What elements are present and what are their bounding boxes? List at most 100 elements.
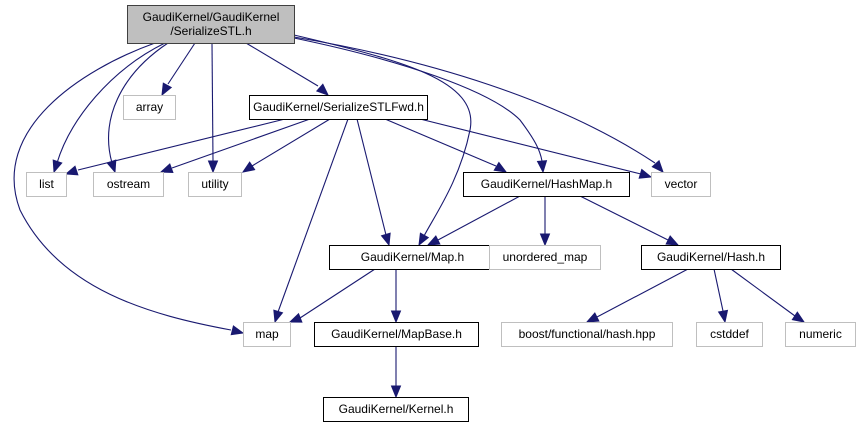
edge-line — [211, 42, 214, 162]
node-box — [651, 172, 711, 197]
node-label: GaudiKernel/SerializeSTLFwd.h — [253, 100, 424, 114]
edge-line — [579, 195, 669, 241]
node-root[interactable]: GaudiKernel/GaudiKernel/SerializeSTL.h — [127, 5, 295, 44]
edge-fwd-to-map — [273, 118, 349, 324]
edge-hashmap-to-hash — [579, 195, 680, 246]
edge-root-to-map — [13, 42, 245, 336]
edge-line — [171, 118, 311, 169]
edge-fwd-to-maph — [356, 118, 391, 247]
node-utility: utility — [188, 172, 242, 197]
arrowhead-icon — [418, 232, 430, 247]
node-box — [127, 5, 295, 44]
arrowhead-icon — [665, 235, 680, 246]
node-label: GaudiKernel/MapBase.h — [331, 327, 462, 341]
node-numeric: numeric — [785, 322, 856, 347]
arrowhead-icon — [426, 235, 441, 246]
edge-line — [167, 42, 196, 85]
edge-line — [299, 268, 376, 319]
edge-line — [108, 42, 169, 164]
node-box — [26, 172, 67, 197]
node-unordered_map: unordered_map — [489, 245, 601, 270]
edge-hash-to-boost — [585, 268, 689, 323]
node-label: GaudiKernel/Kernel.h — [339, 402, 454, 416]
node-label: utility — [201, 177, 228, 191]
node-label: GaudiKernel/Hash.h — [657, 250, 765, 264]
node-box — [323, 397, 469, 422]
node-label: boost/functional/hash.hpp — [519, 327, 656, 341]
node-vector: vector — [651, 172, 711, 197]
edge-root-to-fwd — [245, 42, 329, 96]
edge-fwd-to-hashmap — [384, 118, 508, 173]
node-ostream: ostream — [93, 172, 164, 197]
node-label: list — [39, 177, 54, 191]
arrowhead-icon — [64, 165, 79, 176]
arrowhead-icon — [288, 312, 303, 323]
edge-line — [293, 36, 656, 164]
edge-line — [56, 42, 166, 164]
node-label: numeric — [799, 327, 842, 341]
edge-line — [293, 37, 543, 162]
edge-line — [77, 118, 286, 171]
node-label: GaudiKernel/HashMap.h — [481, 177, 612, 191]
edge-root-to-vector — [293, 36, 664, 173]
node-box — [463, 172, 630, 197]
edge-fwd-to-ostream — [159, 118, 311, 173]
arrowhead-icon — [536, 160, 548, 174]
edge-fwd-to-vector — [419, 118, 653, 179]
arrowhead-icon — [315, 83, 329, 96]
edge-fwd-to-list — [64, 118, 286, 176]
node-label: ostream — [107, 177, 150, 191]
edge-line — [713, 268, 724, 312]
arrowhead-icon — [52, 159, 63, 174]
node-box — [641, 245, 781, 270]
node-label: cstddef — [710, 327, 749, 341]
edge-line — [596, 268, 689, 318]
arrowhead-icon — [207, 160, 219, 174]
edge-maph-to-mapbase — [390, 269, 402, 324]
edge-root-to-hashmap — [293, 37, 548, 174]
edge-root-to-list — [52, 42, 166, 174]
node-box — [329, 245, 496, 270]
node-kernel[interactable]: GaudiKernel/Kernel.h — [323, 397, 469, 422]
edge-root-to-maph — [293, 34, 472, 247]
arrowhead-icon — [493, 161, 508, 173]
node-label: vector — [665, 177, 698, 191]
arrowhead-icon — [159, 163, 174, 173]
arrowhead-icon — [241, 161, 256, 173]
arrowhead-icon — [390, 310, 402, 324]
arrowhead-icon — [273, 309, 284, 324]
edge-mapbase-to-kernel — [390, 346, 402, 399]
node-hash[interactable]: GaudiKernel/Hash.h — [641, 245, 781, 270]
node-hashmap[interactable]: GaudiKernel/HashMap.h — [463, 172, 630, 197]
arrowhead-icon — [390, 385, 402, 399]
arrowhead-icon — [539, 233, 551, 247]
node-cstddef: cstddef — [696, 322, 763, 347]
node-mapbase[interactable]: GaudiKernel/MapBase.h — [314, 322, 479, 347]
edge-fwd-to-utility — [241, 118, 331, 173]
node-label: array — [136, 100, 163, 114]
arrowhead-icon — [161, 82, 173, 97]
arrowhead-icon — [230, 325, 245, 336]
arrowhead-icon — [651, 159, 664, 173]
edge-maph-to-map — [288, 268, 376, 323]
arrowhead-icon — [717, 309, 729, 324]
node-box — [123, 95, 176, 120]
node-label: /SerializeSTL.h — [170, 24, 251, 38]
node-maph[interactable]: GaudiKernel/Map.h — [329, 245, 496, 270]
edge-root-to-array — [161, 42, 196, 97]
edge-hashmap-to-unordered_map — [539, 196, 551, 247]
node-boost: boost/functional/hash.hpp — [501, 322, 673, 347]
node-box — [501, 322, 673, 347]
edge-line — [277, 118, 349, 313]
edge-line — [251, 118, 331, 167]
edge-line — [419, 118, 642, 175]
node-fwd[interactable]: GaudiKernel/SerializeSTLFwd.h — [249, 95, 428, 120]
edge-line — [13, 42, 232, 331]
arrowhead-icon — [791, 311, 806, 323]
edge-line — [730, 268, 796, 317]
node-map: map — [243, 322, 291, 347]
node-box — [314, 322, 479, 347]
arrowhead-icon — [638, 168, 653, 179]
edge-hash-to-numeric — [730, 268, 806, 323]
